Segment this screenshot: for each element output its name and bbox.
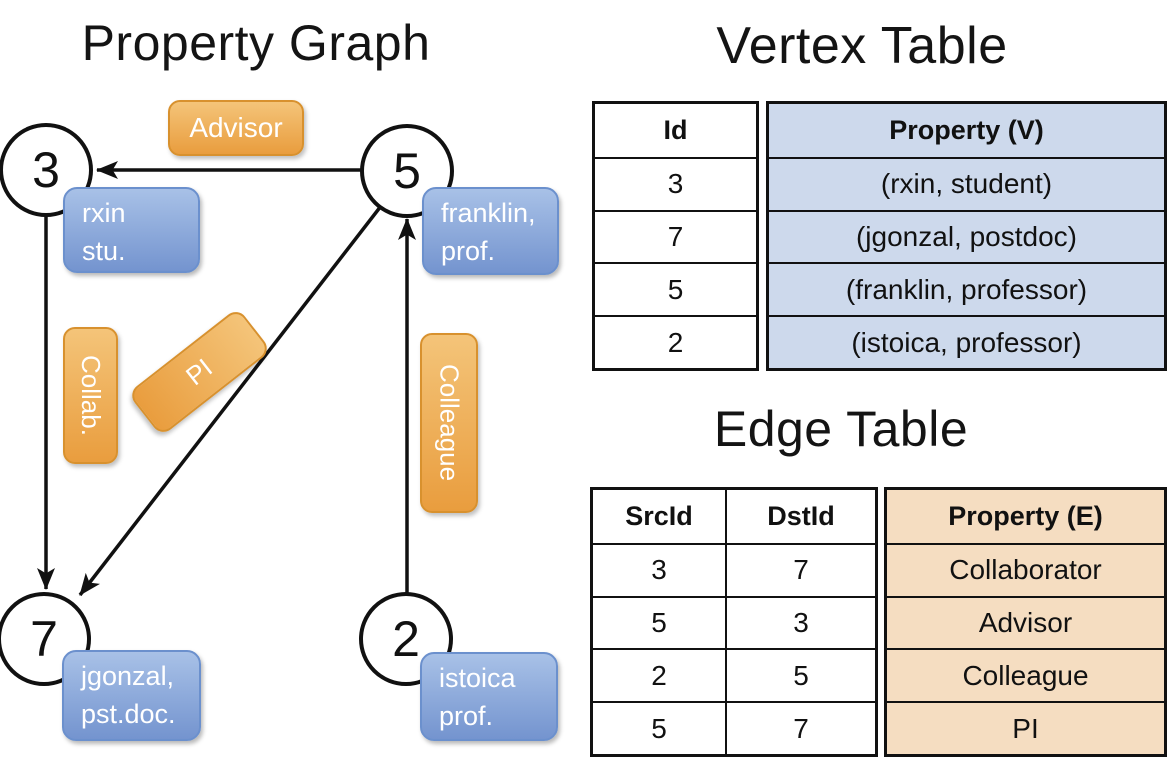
vertex-property-line: franklin, (441, 198, 536, 228)
vertex-property-line: prof. (441, 236, 496, 266)
vertex-property-line: rxin (82, 198, 126, 228)
vertex-table-id-column: Id 3 7 5 2 (592, 101, 759, 371)
edge-table-header-property: Property (E) (948, 500, 1103, 531)
edge-table-cell-property: Colleague (887, 648, 1164, 701)
edge-table-header-srcid: SrcId (625, 500, 693, 531)
edge-label-pi: PI (127, 307, 272, 437)
vertex-table-cell-property: (rxin, student) (769, 156, 1164, 210)
node-2-id: 2 (392, 611, 420, 667)
vertex-table-cell-id: 5 (595, 262, 756, 315)
edge-label-pi-text: PI (180, 352, 219, 391)
vertex-table-cell-id: 3 (595, 156, 756, 210)
edge-label-collab-text: Collab. (76, 355, 106, 436)
vertex-table-cell-property: (istoica, professor) (769, 315, 1164, 368)
vertex-property-box-jgonzal: jgonzal, pst.doc. (62, 650, 201, 741)
edge-label-collab: Collab. (63, 327, 118, 464)
vertex-table-header-id: Id (663, 114, 688, 145)
edge-table-header-dstid: DstId (725, 490, 875, 543)
edge-table-cell-dstid: 5 (725, 648, 875, 702)
vertex-property-line: jgonzal, (81, 661, 175, 691)
edge-label-colleague-text: Colleague (434, 364, 465, 482)
edge-table-cell-property: PI (887, 701, 1164, 754)
edge-table-cell-srcid: 3 (593, 542, 725, 596)
edge-table-cell-dstid: 7 (725, 542, 875, 596)
node-5-id: 5 (393, 143, 421, 199)
edge-label-advisor-text: Advisor (189, 112, 283, 143)
graph-node-3: 3 (0, 123, 93, 217)
vertex-property-box-istoica: istoica prof. (420, 652, 558, 741)
vertex-property-box-rxin: rxin stu. (63, 187, 200, 273)
edge-label-colleague: Colleague (420, 333, 478, 513)
vertex-property-box-franklin: franklin, prof. (422, 187, 559, 275)
vertex-table-cell-id: 7 (595, 209, 756, 263)
edge-table-cell-dstid: 7 (725, 701, 875, 754)
vertex-table-cell-id: 2 (595, 315, 756, 368)
vertex-table-cell-property: (jgonzal, postdoc) (769, 209, 1164, 263)
edge-table-cell-srcid: 5 (593, 701, 725, 754)
edge-table-cell-property: Collaborator (887, 542, 1164, 596)
vertex-table-title: Vertex Table (716, 17, 1008, 75)
vertex-table-header-property: Property (V) (889, 114, 1044, 145)
vertex-property-line: pst.doc. (81, 699, 176, 729)
node-7-id: 7 (30, 611, 58, 667)
vertex-table-cell-property: (franklin, professor) (769, 262, 1164, 315)
edge-table-cell-srcid: 2 (593, 648, 725, 701)
edge-table-cell-property: Advisor (887, 595, 1164, 649)
edge-table-cell-dstid: 3 (725, 595, 875, 649)
edge-table-title: Edge Table (713, 401, 969, 457)
edge-table-cell-srcid: 5 (593, 595, 725, 649)
edge-table-id-columns: SrcId DstId 3 7 5 3 2 5 5 7 (590, 487, 878, 757)
vertex-property-line: prof. (439, 701, 494, 731)
edge-table-property-column: Property (E) Collaborator Advisor Collea… (884, 487, 1167, 757)
vertex-property-line: stu. (82, 236, 126, 266)
node-3-id: 3 (32, 142, 60, 198)
vertex-property-line: istoica (439, 663, 516, 693)
property-graph-title: Property Graph (81, 15, 431, 71)
edge-label-advisor: Advisor (168, 100, 304, 156)
vertex-table-property-column: Property (V) (rxin, student) (jgonzal, p… (766, 101, 1167, 371)
